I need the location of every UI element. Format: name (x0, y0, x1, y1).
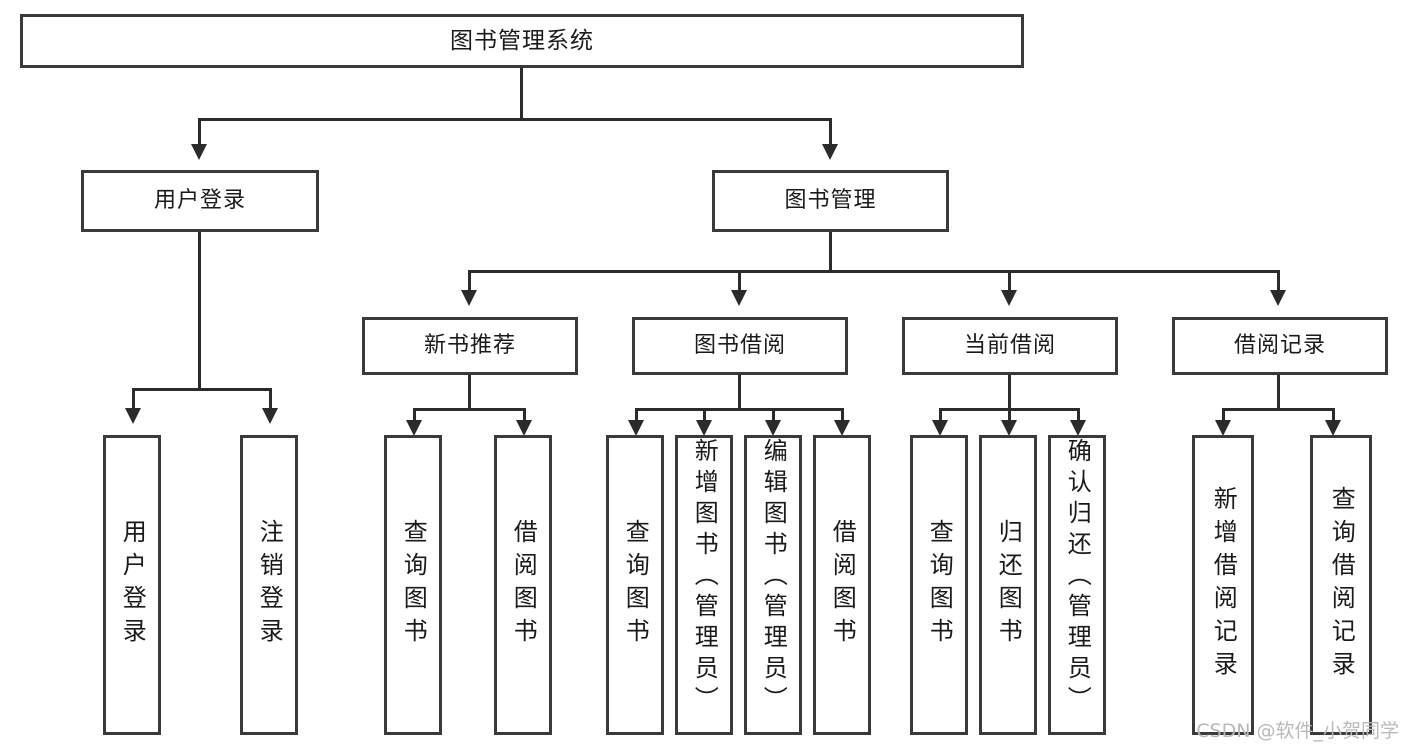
node-user-login-label: 用户登录 (153, 188, 246, 214)
arrowhead-leaf-query-record (1325, 420, 1341, 436)
leaf-edit-book[interactable]: 编辑图书（管理员） (744, 435, 802, 735)
connector-bb-drop-1 (635, 408, 638, 422)
connector-to-book-borrow (738, 270, 741, 292)
connector-br-drop-2 (1332, 408, 1335, 422)
leaf-confirm-return[interactable]: 确认归还（管理员） (1048, 435, 1106, 735)
arrowhead-leaf-add-book (696, 420, 712, 436)
leaf-query-book-2[interactable]: 查询图书 (606, 435, 664, 735)
arrowhead-leaf-borrow-book-1 (516, 420, 532, 436)
arrowhead-leaf-return-book (1001, 420, 1017, 436)
connector-to-current-borrow (1008, 270, 1011, 292)
node-root[interactable]: 图书管理系统 (20, 14, 1024, 68)
connector-book-management-stem (829, 232, 832, 272)
connector-to-new-book-recommend (468, 270, 471, 292)
connector-nbr-drop-1 (413, 408, 416, 422)
connector-book-borrow-bus (635, 408, 843, 411)
arrowhead-leaf-confirm-return (1070, 420, 1086, 436)
leaf-edit-book-label: 编辑图书（管理员） (759, 438, 788, 717)
leaf-user-logout-label: 注销登录 (255, 519, 284, 651)
node-new-book-recommend-label: 新书推荐 (423, 333, 516, 359)
connector-bb-drop-4 (841, 408, 844, 422)
node-book-borrow-label: 图书借阅 (693, 333, 786, 359)
node-borrow-record-label: 借阅记录 (1233, 333, 1326, 359)
leaf-query-book-1[interactable]: 查询图书 (384, 435, 442, 735)
connector-cb-drop-1 (939, 408, 942, 422)
leaf-return-book[interactable]: 归还图书 (979, 435, 1037, 735)
arrowhead-new-book-recommend (461, 290, 477, 306)
arrowhead-leaf-user-login (125, 408, 141, 424)
connector-cb-drop-2 (1008, 408, 1011, 422)
node-book-management[interactable]: 图书管理 (712, 170, 949, 232)
leaf-borrow-book-2[interactable]: 借阅图书 (813, 435, 871, 735)
connector-user-login-drop-1 (132, 388, 135, 410)
connector-bb-drop-3 (772, 408, 775, 422)
leaf-borrow-book-1-label: 借阅图书 (509, 519, 538, 651)
arrowhead-leaf-query-book-1 (406, 420, 422, 436)
node-root-label: 图书管理系统 (450, 27, 594, 54)
connector-book-borrow-stem (738, 375, 741, 410)
leaf-query-book-3-label: 查询图书 (925, 519, 954, 651)
connector-user-login-stem (198, 232, 201, 390)
node-new-book-recommend[interactable]: 新书推荐 (362, 317, 578, 375)
connector-root-to-book-management (829, 118, 832, 146)
arrowhead-user-login (191, 144, 207, 160)
connector-user-login-bus (132, 388, 269, 391)
node-book-management-label: 图书管理 (784, 188, 877, 214)
leaf-query-record[interactable]: 查询借阅记录 (1310, 435, 1372, 735)
arrowhead-leaf-query-book-2 (628, 420, 644, 436)
connector-new-book-recommend-bus (413, 408, 523, 411)
leaf-user-logout[interactable]: 注销登录 (240, 435, 298, 735)
arrowhead-book-management (822, 144, 838, 160)
connector-cb-drop-3 (1077, 408, 1080, 422)
arrowhead-book-borrow (731, 290, 747, 306)
arrowhead-leaf-query-book-3 (932, 420, 948, 436)
connector-level3-bus (468, 270, 1280, 273)
connector-current-borrow-stem (1008, 375, 1011, 410)
leaf-confirm-return-label: 确认归还（管理员） (1063, 438, 1092, 717)
connector-nbr-drop-2 (523, 408, 526, 422)
connector-new-book-recommend-stem (468, 375, 471, 410)
connector-root-to-user-login (198, 118, 201, 146)
leaf-add-record-label: 新增借阅记录 (1209, 486, 1238, 684)
connector-br-drop-1 (1222, 408, 1225, 422)
node-current-borrow-label: 当前借阅 (963, 333, 1056, 359)
arrowhead-leaf-add-record (1215, 420, 1231, 436)
node-current-borrow[interactable]: 当前借阅 (902, 317, 1118, 375)
arrowhead-leaf-user-logout (262, 408, 278, 424)
connector-root-stem (520, 68, 523, 120)
leaf-query-book-3[interactable]: 查询图书 (910, 435, 968, 735)
leaf-add-book-label: 新增图书（管理员） (690, 438, 719, 717)
node-user-login[interactable]: 用户登录 (81, 170, 319, 232)
arrowhead-borrow-record (1270, 290, 1286, 306)
node-book-borrow[interactable]: 图书借阅 (632, 317, 848, 375)
connector-root-bus (198, 118, 832, 121)
connector-bb-drop-2 (703, 408, 706, 422)
leaf-query-record-label: 查询借阅记录 (1327, 486, 1356, 684)
leaf-add-book[interactable]: 新增图书（管理员） (675, 435, 733, 735)
leaf-add-record[interactable]: 新增借阅记录 (1192, 435, 1254, 735)
leaf-query-book-1-label: 查询图书 (399, 519, 428, 651)
leaf-user-login-label: 用户登录 (118, 519, 147, 651)
connector-to-borrow-record (1277, 270, 1280, 292)
node-borrow-record[interactable]: 借阅记录 (1172, 317, 1388, 375)
leaf-return-book-label: 归还图书 (994, 519, 1023, 651)
arrowhead-current-borrow (1001, 290, 1017, 306)
leaf-query-book-2-label: 查询图书 (621, 519, 650, 651)
arrowhead-leaf-borrow-book-2 (834, 420, 850, 436)
arrowhead-leaf-edit-book (765, 420, 781, 436)
leaf-borrow-book-2-label: 借阅图书 (828, 519, 857, 651)
leaf-borrow-book-1[interactable]: 借阅图书 (494, 435, 552, 735)
leaf-user-login[interactable]: 用户登录 (103, 435, 161, 735)
connector-borrow-record-bus (1222, 408, 1332, 411)
connector-borrow-record-stem (1277, 375, 1280, 410)
connector-user-login-drop-2 (269, 388, 272, 410)
